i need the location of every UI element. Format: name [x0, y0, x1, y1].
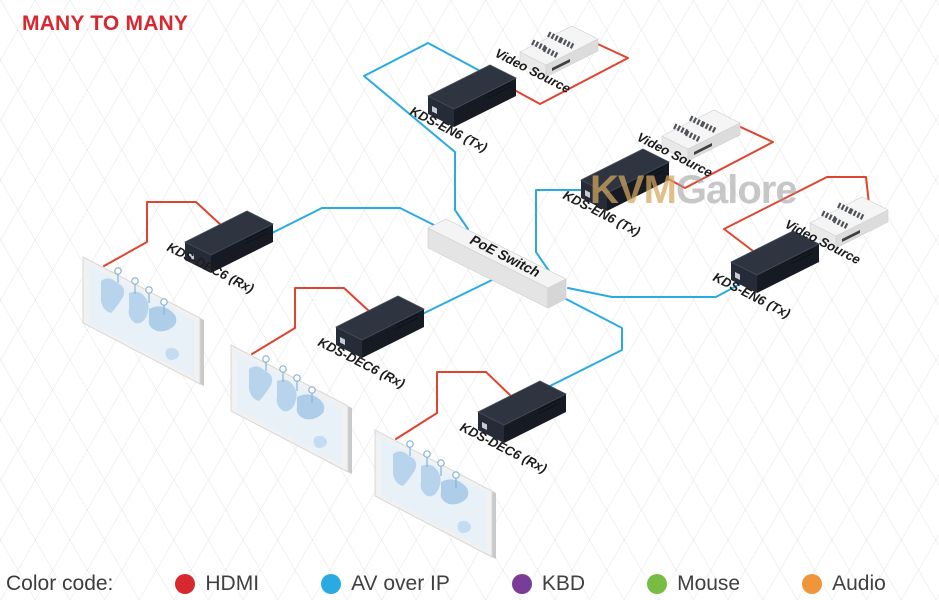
legend-item-label: Audio	[832, 572, 886, 595]
color-code-legend: Color code: HDMI AV over IP KBD Mouse Au…	[6, 572, 936, 596]
av-link-decoder-3	[547, 298, 623, 388]
av-over-ip-links	[265, 42, 741, 388]
kbd-color-dot	[511, 574, 532, 594]
hdmi-link-source-1	[506, 33, 629, 105]
mouse-color-dot	[647, 574, 668, 594]
legend-item-hdmi: HDMI	[175, 572, 259, 596]
audio-color-dot	[802, 574, 823, 594]
legend-item-label: AV over IP	[351, 572, 450, 595]
hdmi-link-display-3	[395, 371, 513, 440]
av-link-encoder-2	[535, 189, 589, 272]
av-over-ip-color-dot	[321, 574, 342, 594]
legend-item-mouse: Mouse	[647, 572, 740, 596]
page-title: MANY TO MANY	[22, 12, 189, 35]
legend-item-label: HDMI	[205, 572, 260, 595]
display-2	[230, 344, 353, 475]
legend-item-audio: Audio	[802, 572, 886, 596]
hdmi-links	[103, 33, 870, 440]
hdmi-link-display-2	[251, 287, 371, 355]
poe-switch	[427, 218, 567, 309]
hdmi-color-dot	[175, 574, 196, 594]
display-1	[82, 256, 205, 387]
hdmi-link-source-3	[723, 176, 870, 252]
legend-caption: Color code:	[6, 572, 114, 595]
av-link-decoder-1	[265, 207, 435, 237]
legend-item-av-over-ip: AV over IP	[321, 572, 450, 596]
legend-item-label: Mouse	[677, 572, 741, 595]
av-link-encoder-1	[363, 42, 483, 230]
hdmi-link-display-1	[103, 201, 223, 267]
av-link-encoder-3	[567, 283, 741, 298]
legend-item-label: KBD	[541, 572, 586, 595]
display-3	[374, 429, 497, 560]
legend-item-kbd: KBD	[511, 572, 586, 596]
